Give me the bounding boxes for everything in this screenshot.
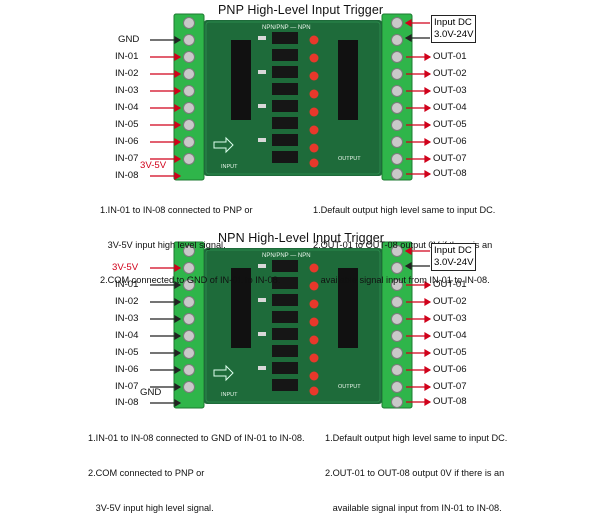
- npn-input-dc-line2: 3.0V-24V: [434, 257, 474, 268]
- svg-text:INPUT: INPUT: [221, 392, 238, 398]
- npn-label-in07: IN-07: [115, 381, 139, 392]
- pnp-label-in01: IN-01: [115, 51, 139, 62]
- npn-out08: OUT-08: [433, 396, 467, 407]
- pnp-out06: OUT-06: [433, 136, 467, 147]
- svg-text:OUTPUT: OUTPUT: [338, 384, 361, 390]
- npn-label-in08: IN-08: [115, 397, 139, 408]
- pnp-out02: OUT-02: [433, 68, 467, 79]
- npn-title: NPN High-Level Input Trigger: [218, 231, 385, 245]
- pnp-input-dc-box: Input DC 3.0V-24V: [431, 15, 477, 43]
- npn-label-in06: IN-06: [115, 364, 139, 375]
- npn-label-in02: IN-02: [115, 296, 139, 307]
- npn-board: [173, 241, 413, 409]
- pnp-label-in02: IN-02: [115, 68, 139, 79]
- npn-out05: OUT-05: [433, 347, 467, 358]
- svg-text:OUTPUT: OUTPUT: [338, 156, 361, 162]
- npn-out07: OUT-07: [433, 381, 467, 392]
- pnp-out07: OUT-07: [433, 153, 467, 164]
- npn-label-gnd: GND: [140, 387, 162, 398]
- pnp-label-in07: IN-07: [115, 153, 139, 164]
- npn-notes-left: 1.IN-01 to IN-08 connected to GND of IN-…: [88, 433, 305, 513]
- svg-text:INPUT: INPUT: [221, 164, 238, 170]
- pnp-voltage-label: 3V-5V: [140, 160, 167, 171]
- npn-input-dc-box: Input DC 3.0V-24V: [431, 243, 477, 271]
- pnp-out08: OUT-08: [433, 168, 467, 179]
- npn-input-dc-line1: Input DC: [434, 245, 472, 256]
- pnp-title: PNP High-Level Input Trigger: [218, 3, 384, 17]
- npn-out03: OUT-03: [433, 313, 467, 324]
- npn-out02: OUT-02: [433, 296, 467, 307]
- npn-out06: OUT-06: [433, 364, 467, 375]
- npn-voltage-label: 3V-5V: [112, 262, 139, 273]
- pnp-out04: OUT-04: [433, 102, 467, 113]
- pnp-label-in04: IN-04: [115, 102, 139, 113]
- pnp-label-in06: IN-06: [115, 136, 139, 147]
- pnp-out05: OUT-05: [433, 119, 467, 130]
- npn-board-mode-text: NPN/PNP — NPN: [262, 253, 311, 259]
- pnp-out01: OUT-01: [433, 51, 467, 62]
- npn-label-in03: IN-03: [115, 313, 139, 324]
- npn-label-in01: IN-01: [115, 279, 139, 290]
- npn-label-in04: IN-04: [115, 330, 139, 341]
- pnp-board-mode-text: NPN/PNP — NPN: [262, 25, 311, 31]
- pnp-label-in08: IN-08: [115, 170, 139, 181]
- diagram-graphics: NPN/PNP — NPN INPUT OUTPUT NPN/PNP — NPN…: [150, 13, 432, 409]
- pnp-label-in03: IN-03: [115, 85, 139, 96]
- npn-label-in05: IN-05: [115, 347, 139, 358]
- pnp-out03: OUT-03: [433, 85, 467, 96]
- npn-notes-right: 1.Default output high level same to inpu…: [325, 433, 508, 513]
- pnp-input-dc-line1: Input DC: [434, 17, 472, 28]
- pnp-label-gnd: GND: [118, 34, 140, 45]
- pnp-label-in05: IN-05: [115, 119, 139, 130]
- npn-out04: OUT-04: [433, 330, 467, 341]
- npn-out01: OUT-01: [433, 279, 467, 290]
- pnp-input-dc-line2: 3.0V-24V: [434, 29, 474, 40]
- pnp-notes-left: 1.IN-01 to IN-08 connected to PNP or 3V-…: [100, 205, 281, 285]
- pnp-board: [173, 13, 413, 181]
